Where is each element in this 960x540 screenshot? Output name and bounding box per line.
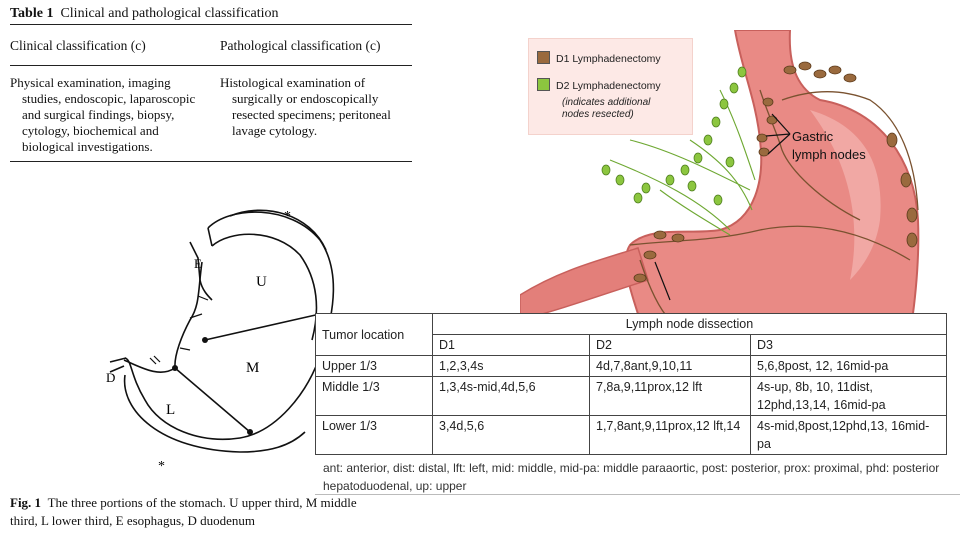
legend-note-line2: nodes resected) <box>562 109 634 120</box>
legend-item-d2: D2 Lymphadenectomy <box>537 78 661 92</box>
table1-clinical-line: studies, endoscopic, laparoscopic <box>22 91 196 106</box>
label-esophagus: E <box>194 256 202 271</box>
gastric-pointer-lines <box>654 113 791 301</box>
d2-lymph-nodes <box>601 66 747 206</box>
legend-note: (indicates additional nodes resected) <box>562 97 650 121</box>
footnote-line1: ant: anterior, dist: distal, lft: left, … <box>323 461 940 475</box>
clinical-classification-table: Table 1 Clinical and pathological classi… <box>10 4 412 162</box>
header-d1: D1 <box>432 334 590 356</box>
table1-clinical-line: Physical examination, imaging <box>10 75 171 90</box>
table1-header-clinical: Clinical classification (c) <box>10 38 146 53</box>
duodenum-shape <box>520 247 649 320</box>
table1-clinical-line: biological investigations. <box>22 139 153 154</box>
table-row: Middle 1/3 1,3,4s-mid,4d,5,6 7,8a,9,11pr… <box>315 376 947 416</box>
lymphadenectomy-legend: D1 Lymphadenectomy D2 Lymphadenectomy (i… <box>528 38 693 135</box>
lymph-table-footnote: ant: anterior, dist: distal, lft: left, … <box>323 459 960 495</box>
row-d3-line: 4s-up, 8b, 10, 11dist, <box>757 380 873 394</box>
table-header-row: Tumor location Lymph node dissection <box>315 313 947 356</box>
row-d3-line: 12phd,13,14, 16mid-pa <box>757 398 886 412</box>
header-d2: D2 <box>589 334 751 356</box>
row-d3: 5,6,8post, 12, 16mid-pa <box>750 355 947 377</box>
d2-swatch-icon <box>537 78 550 91</box>
row-d1: 1,2,3,4s <box>432 355 590 377</box>
header-d3: D3 <box>750 334 947 356</box>
fig1-caption-line2: third, L lower third, E esophagus, D duo… <box>10 513 256 528</box>
legend-note-line1: (indicates additional <box>562 97 651 108</box>
legend-d1-label: D1 Lymphadenectomy <box>556 53 661 65</box>
legend-d2-label: D2 Lymphadenectomy <box>556 80 661 92</box>
stomach-lymph-illustration <box>520 30 920 320</box>
stomach-portions-diagram: E U M L D * * <box>106 209 335 474</box>
row-d2: 7,8a,9,11prox,12 lft <box>589 376 751 416</box>
table1-caption-number: Table 1 <box>10 6 54 21</box>
table1-pathological-line: Histological examination of <box>220 75 366 90</box>
table-subheader-row: D1 D2 D3 <box>316 334 947 356</box>
table1-clinical-line: and surgical findings, biopsy, <box>22 107 175 122</box>
row-location: Upper 1/3 <box>315 355 433 377</box>
fig1-caption-line1: The three portions of the stomach. U upp… <box>47 495 357 510</box>
gastric-label-line2: lymph nodes <box>792 147 866 162</box>
footnote-line2: hepatoduodenal, up: upper <box>323 479 467 493</box>
gastric-label-line1: Gastric <box>792 129 834 144</box>
header-tumor-location: Tumor location <box>315 313 433 356</box>
table-row: Upper 1/3 1,2,3,4s 4d,7,8ant,9,10,11 5,6… <box>315 355 947 377</box>
row-d3: 4s-up, 8b, 10, 11dist, 12phd,13,14, 16mi… <box>750 376 947 416</box>
label-upper-third: U <box>256 274 267 290</box>
fig1-caption: Fig. 1 The three portions of the stomach… <box>10 494 420 530</box>
stomach-outline <box>109 209 335 453</box>
row-d2: 4d,7,8ant,9,10,11 <box>589 355 751 377</box>
footnote-divider <box>315 494 960 495</box>
division-markers <box>172 337 253 435</box>
row-d1: 3,4d,5,6 <box>432 415 590 455</box>
table1-pathological-line: resected specimens; peritoneal <box>232 107 391 122</box>
row-location: Lower 1/3 <box>315 415 433 455</box>
label-middle-third: M <box>246 360 259 376</box>
fig1-caption-number: Fig. 1 <box>10 495 42 510</box>
star-marker-bottom: * <box>158 459 165 474</box>
row-d2: 1,7,8ant,9,11prox,12 lft,14 <box>589 415 751 455</box>
table1-pathological-line: lavage cytology. <box>232 123 318 138</box>
lymph-node-dissection-table: Tumor location Lymph node dissection D1 … <box>315 313 947 455</box>
table1-clinical-cell: Physical examination, imaging studies, e… <box>10 75 220 155</box>
stomach-body-shape <box>624 30 920 320</box>
label-lower-third: L <box>166 402 175 418</box>
table1-caption: Table 1 Clinical and pathological classi… <box>10 4 412 24</box>
table1-pathological-line: surgically or endoscopically <box>232 91 379 106</box>
row-location: Middle 1/3 <box>315 376 433 416</box>
header-lymph-node-dissection: Lymph node dissection <box>432 313 947 335</box>
table1-bottom-rule <box>10 161 412 162</box>
table1-body-row: Physical examination, imaging studies, e… <box>10 66 412 161</box>
legend-item-d1: D1 Lymphadenectomy <box>537 51 661 65</box>
label-duodenum: D <box>106 370 115 385</box>
d1-swatch-icon <box>537 51 550 64</box>
row-d1: 1,3,4s-mid,4d,5,6 <box>432 376 590 416</box>
tick-marks <box>149 295 209 365</box>
table1-header-pathological: Pathological classification (c) <box>220 38 381 53</box>
table1-caption-text: Clinical and pathological classification <box>60 6 279 21</box>
table1-clinical-line: cytology, biochemical and <box>22 123 159 138</box>
table1-top-rule <box>10 24 412 25</box>
d1-lymph-nodes <box>633 61 918 283</box>
table1-mid-rule <box>10 65 412 66</box>
gastric-lymph-nodes-label: Gastric lymph nodes <box>792 128 866 164</box>
table1-pathological-cell: Histological examination of surgically o… <box>220 75 412 155</box>
row-d3: 4s-mid,8post,12phd,13, 16mid-pa <box>750 415 947 455</box>
star-marker-top: * <box>284 209 291 224</box>
table1-header-row: Clinical classification (c) Pathological… <box>10 25 412 65</box>
table-row: Lower 1/3 3,4d,5,6 1,7,8ant,9,11prox,12 … <box>315 415 947 455</box>
